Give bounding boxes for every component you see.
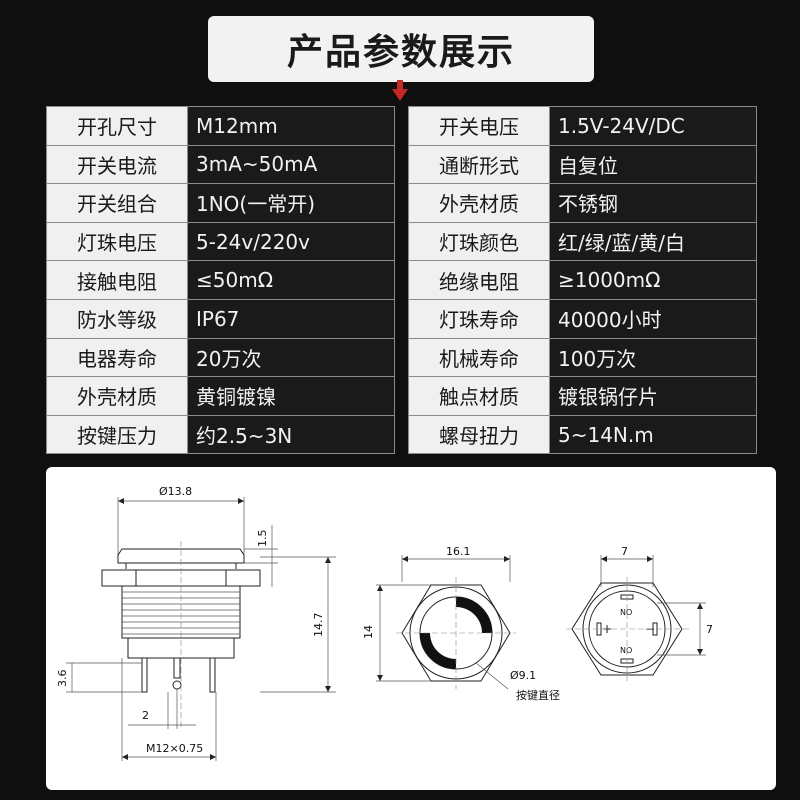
spec-row: 灯珠颜色红/绿/蓝/黄/白	[408, 221, 757, 262]
spec-value: 5~14N.m	[549, 414, 757, 455]
spec-label: 接触电阻	[46, 260, 188, 300]
dim-front-width: 16.1	[446, 545, 471, 558]
down-arrow-icon	[392, 80, 408, 101]
rear-pin-label-bottom: NO	[620, 646, 632, 655]
side-view: Ø13.8	[56, 485, 336, 761]
spec-label: 电器寿命	[46, 337, 188, 378]
spec-label: 开孔尺寸	[46, 106, 188, 146]
dim-head-height: 1.5	[256, 530, 269, 548]
technical-drawing: Ø13.8	[56, 485, 713, 761]
spec-value: 5-24v/220v	[187, 221, 395, 262]
spec-value: M12mm	[187, 106, 395, 146]
spec-label: 外壳材质	[46, 376, 188, 416]
title-banner: 产品参数展示	[208, 16, 594, 82]
spec-row: 触点材质镀银锅仔片	[408, 376, 757, 416]
spec-label: 触点材质	[408, 376, 550, 416]
dim-front-height: 14	[362, 625, 375, 639]
spec-value: 黄铜镀镍	[187, 376, 395, 416]
spec-value: 1NO(一常开)	[187, 183, 395, 223]
spec-row: 接触电阻≤50mΩ	[46, 260, 395, 300]
spec-row: 按键压力约2.5~3N	[46, 414, 395, 455]
dim-rear-height: 7	[706, 623, 713, 636]
spec-label: 外壳材质	[408, 183, 550, 223]
spec-row: 外壳材质不锈钢	[408, 183, 757, 223]
technical-drawing-panel: Ø13.8	[46, 467, 776, 790]
dim-pin-spacing: 2	[142, 709, 149, 722]
spec-label: 通断形式	[408, 144, 550, 185]
spec-value: 红/绿/蓝/黄/白	[549, 221, 757, 262]
spec-label: 灯珠颜色	[408, 221, 550, 262]
spec-label: 绝缘电阻	[408, 260, 550, 300]
rear-view: 7 NO NO + − 7	[566, 545, 713, 681]
dim-pin-length: 3.6	[56, 670, 69, 688]
spec-value: 自复位	[549, 144, 757, 185]
spec-value: 100万次	[549, 337, 757, 378]
spec-row: 通断形式自复位	[408, 144, 757, 185]
spec-value: 1.5V-24V/DC	[549, 106, 757, 146]
spec-value: 约2.5~3N	[187, 414, 395, 455]
spec-value: 不锈钢	[549, 183, 757, 223]
spec-value: 3mA~50mA	[187, 144, 395, 185]
dim-body-height: 14.7	[312, 613, 325, 638]
front-view: 16.1 14 Ø9.1 按键直径	[362, 545, 560, 702]
spec-value: 镀银锅仔片	[549, 376, 757, 416]
spec-value: 40000小时	[549, 298, 757, 339]
spec-row: 外壳材质黄铜镀镍	[46, 376, 395, 416]
spec-label: 灯珠电压	[46, 221, 188, 262]
spec-value: IP67	[187, 298, 395, 339]
spec-label: 按键压力	[46, 414, 188, 455]
dim-button-diameter: Ø9.1	[510, 669, 536, 682]
spec-value: 20万次	[187, 337, 395, 378]
spec-value: ≤50mΩ	[187, 260, 395, 300]
page-title: 产品参数展示	[286, 32, 515, 73]
spec-value: ≥1000mΩ	[549, 260, 757, 300]
dim-side-diameter: Ø13.8	[159, 485, 192, 498]
dim-button-diameter-label: 按键直径	[516, 688, 560, 702]
spec-label: 开关电压	[408, 106, 550, 146]
spec-label: 灯珠寿命	[408, 298, 550, 339]
spec-label: 开关电流	[46, 144, 188, 185]
spec-label: 防水等级	[46, 298, 188, 339]
dim-thread: M12×0.75	[146, 742, 203, 755]
dim-rear-width: 7	[621, 545, 628, 558]
spec-label: 开关组合	[46, 183, 188, 223]
spec-row: 绝缘电阻≥1000mΩ	[408, 260, 757, 300]
spec-label: 机械寿命	[408, 337, 550, 378]
spec-label: 螺母扭力	[408, 414, 550, 455]
rear-pin-label-top: NO	[620, 608, 632, 617]
